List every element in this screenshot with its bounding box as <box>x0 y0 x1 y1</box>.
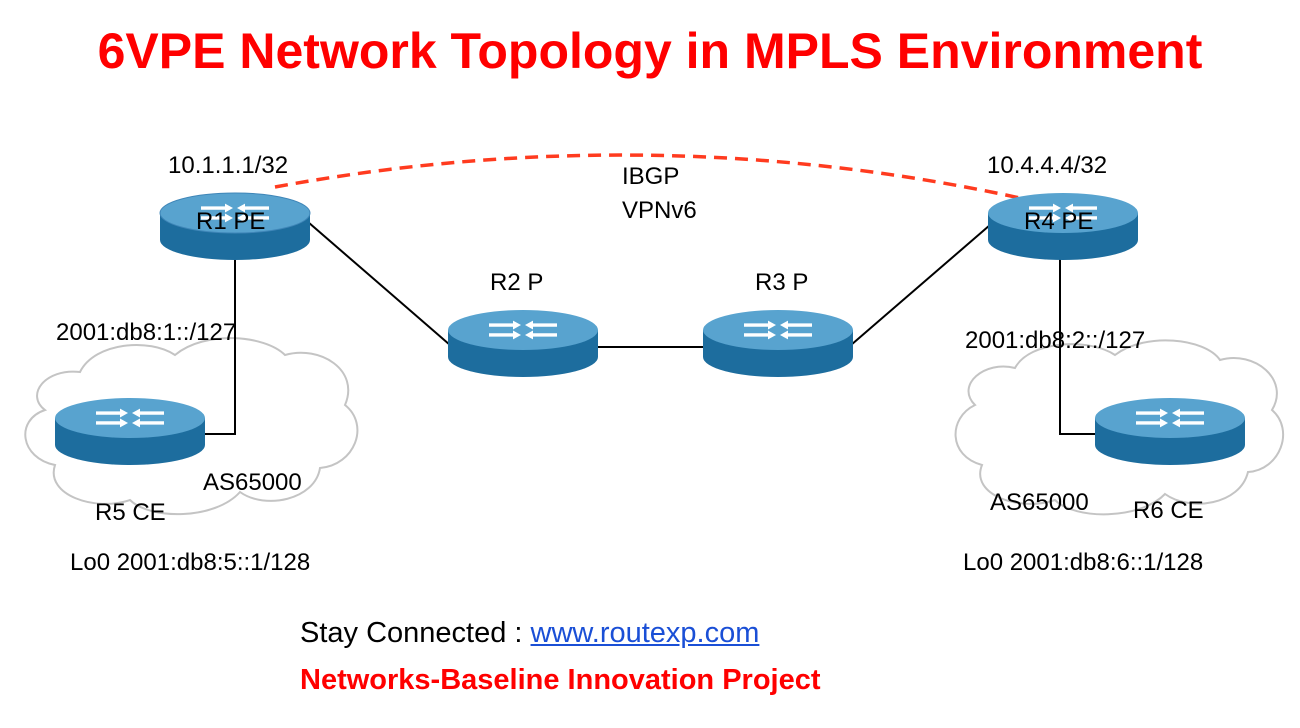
router-r3[interactable] <box>703 310 853 377</box>
physical-links <box>205 221 1096 435</box>
ibgp-session-line <box>274 153 1021 200</box>
r1-router-label: R1 PE <box>196 208 265 235</box>
router-r1[interactable] <box>159 192 311 260</box>
vpnv6-label: VPNv6 <box>622 197 697 224</box>
r5-router-label: R5 CE <box>95 499 166 526</box>
stay-connected-line: Stay Connected : www.routexp.com <box>300 617 759 650</box>
r4-router-label: R4 PE <box>1024 208 1093 235</box>
router-r4[interactable] <box>988 193 1138 260</box>
project-label: Networks-Baseline Innovation Project <box>300 664 821 696</box>
stay-connected-label: Stay Connected : <box>300 617 531 649</box>
left-subnet-label: 2001:db8:1::/127 <box>56 319 236 346</box>
link-r4-r6 <box>1059 258 1096 435</box>
routexp-link[interactable]: www.routexp.com <box>530 617 760 649</box>
router-r6[interactable] <box>1095 398 1245 465</box>
ibgp-label: IBGP <box>622 163 679 190</box>
r1-loopback-label: 10.1.1.1/32 <box>168 152 288 179</box>
link-r1-r2 <box>307 221 451 346</box>
link-r1-r5 <box>205 258 236 435</box>
router-r2[interactable] <box>448 310 598 377</box>
router-r5[interactable] <box>55 398 205 465</box>
r5-lo0-label: Lo0 2001:db8:5::1/128 <box>70 549 310 576</box>
diagram-title: 6VPE Network Topology in MPLS Environmen… <box>97 23 1203 79</box>
r2-router-label: R2 P <box>490 269 543 296</box>
r3-router-label: R3 P <box>755 269 808 296</box>
r4-loopback-label: 10.4.4.4/32 <box>987 152 1107 179</box>
right-subnet-label: 2001:db8:2::/127 <box>965 327 1145 354</box>
right-as-label: AS65000 <box>990 489 1089 516</box>
link-r3-r4 <box>850 224 991 346</box>
r6-lo0-label: Lo0 2001:db8:6::1/128 <box>963 549 1203 576</box>
r6-router-label: R6 CE <box>1133 497 1204 524</box>
left-as-label: AS65000 <box>203 469 302 496</box>
